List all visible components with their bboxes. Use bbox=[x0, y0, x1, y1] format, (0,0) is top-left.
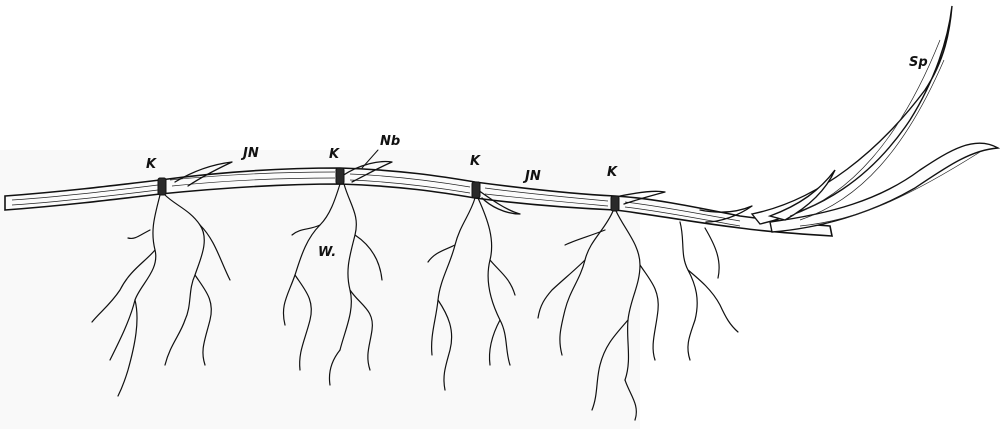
rhizome-stem bbox=[4, 160, 833, 237]
label-node-3: K bbox=[470, 154, 481, 169]
bud-leader-line bbox=[361, 149, 379, 169]
label-roots: W. bbox=[318, 245, 336, 260]
shoot-tip bbox=[750, 5, 1000, 233]
label-tip: Sp bbox=[909, 55, 928, 70]
figure-labels: K JN K Nb K JN K W. Sp bbox=[146, 55, 928, 260]
label-bud: Nb bbox=[380, 134, 400, 149]
label-node-1: K bbox=[146, 157, 157, 172]
roots bbox=[91, 183, 739, 421]
node-2 bbox=[335, 167, 345, 185]
nodes bbox=[157, 167, 620, 212]
label-internode-1: JN bbox=[240, 146, 259, 161]
label-node-4: K bbox=[607, 165, 618, 180]
node-4 bbox=[610, 195, 620, 212]
label-node-2: K bbox=[329, 147, 340, 162]
node-3 bbox=[471, 181, 481, 199]
node-1 bbox=[157, 177, 167, 196]
label-internode-2: JN bbox=[522, 169, 541, 184]
